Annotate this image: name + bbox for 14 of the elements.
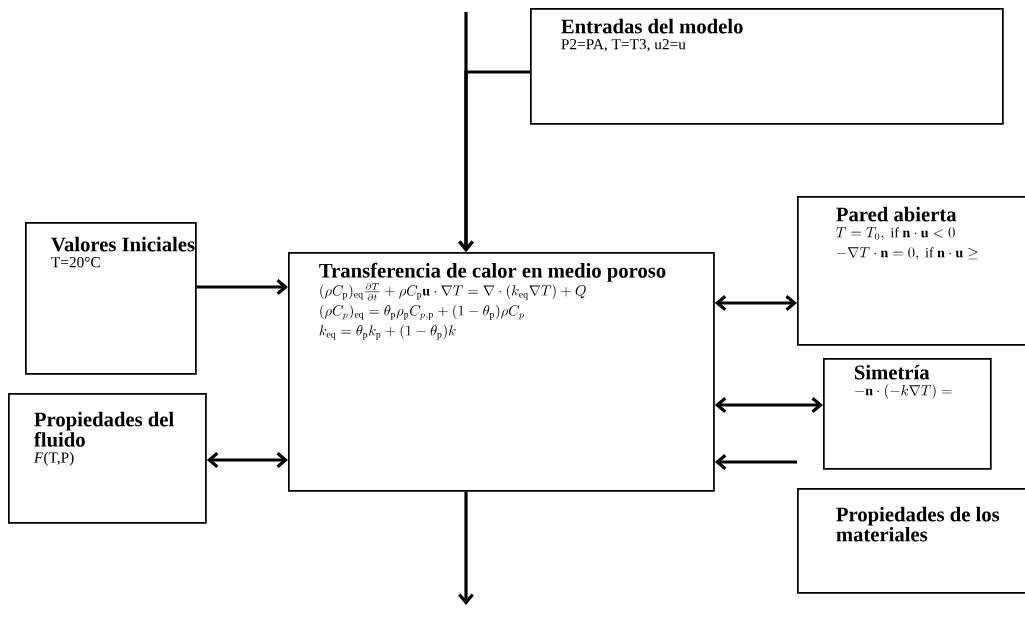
input-box: Entradas del modelo P2=PA, T=T3, u2=u: [530, 8, 1004, 125]
arrow: [458, 70, 530, 252]
arrow: [206, 452, 288, 468]
boundary-box: Simetría $-\mathbf{n}\cdot(-k\nabla T)=$: [823, 358, 992, 470]
arrow: [714, 454, 797, 470]
process-box: Transferencia de calor en medio poroso $(\rho C_\mathrm{p})_\mathrm{eq}\frac{\partial T}{\partial t}+\rho C_\mathrm{p}\mathbf{u}\cdot\nabla T=\nabla\cdot(k_\mathrm{eq}\nabla T)+Q$ $(\rho C_p)_\mathrm{eq}=\theta_\mathrm{p}\rho_\mathrm{p}C_{p,\mathrm{p}}+(1-\theta_\mathrm{p})\rho C_p$ $k_\mathrm{eq}=\theta_\mathrm{p}k_\mathrm{p}+(1-\theta_\mathrm{p})k$: [288, 252, 715, 492]
arrow: [196, 279, 288, 295]
property-box: Propiedades de los materiales: [797, 488, 1025, 594]
property-box: Propiedades del fluido F(T,P): [8, 393, 207, 524]
arrow: [458, 491, 474, 605]
arrow: [714, 397, 823, 413]
input-box: Valores Iniciales T=20°C: [25, 222, 197, 375]
boundary-box: Pared abierta $T=T_0,\ \text{if}\ \mathbf{n}\cdot\mathbf{u}<0$ $-\nabla T\cdot\mathbf{n}=0,\ \text{if}\ \mathbf{n}\cdot\mathbf{u}\geq$: [797, 196, 1025, 346]
arrow: [714, 295, 797, 311]
